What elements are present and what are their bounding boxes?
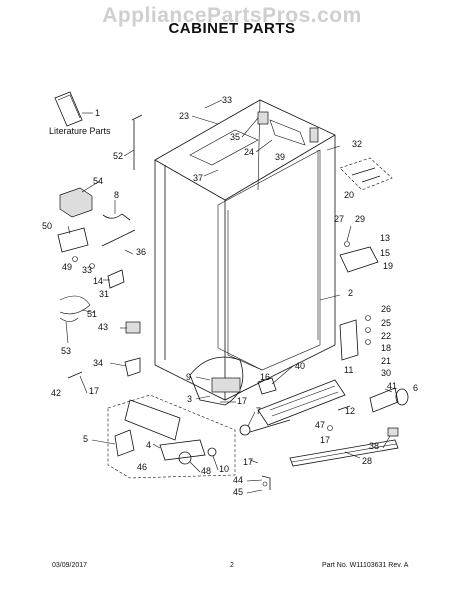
- callout-8: 8: [114, 190, 119, 200]
- parts-bottom: [107, 356, 399, 490]
- callout-24: 24: [244, 147, 254, 157]
- callout-48: 48: [201, 466, 211, 476]
- callout-47: 47: [315, 420, 325, 430]
- callout-32: 32: [352, 139, 362, 149]
- callout-numbers: 1 33 23 35 52 24 39 32 37 54 8 20 29 50 …: [42, 95, 418, 497]
- callout-18: 18: [381, 343, 391, 353]
- callout-25: 25: [381, 318, 391, 328]
- callout-40: 40: [295, 361, 305, 371]
- callout-36: 36: [136, 247, 146, 257]
- callout-46: 46: [137, 462, 147, 472]
- callout-15: 15: [380, 248, 390, 258]
- footer-page-number: 2: [230, 562, 234, 569]
- callout-30: 30: [381, 368, 391, 378]
- parts-left: [57, 114, 143, 379]
- watermark: AppliancePartsPros.com: [102, 4, 362, 27]
- callout-34: 34: [93, 358, 103, 368]
- cabinet-shell: [154, 99, 336, 401]
- callout-14: 14: [93, 276, 103, 286]
- callout-3: 3: [187, 394, 192, 404]
- callout-20: 20: [344, 190, 354, 200]
- callout-17-a: 17: [89, 386, 99, 396]
- literature-parts: Literature Parts: [49, 91, 111, 136]
- callout-53: 53: [61, 346, 71, 356]
- callout-13: 13: [380, 233, 390, 243]
- callout-37: 37: [193, 173, 203, 183]
- callout-52: 52: [113, 151, 123, 161]
- callout-54: 54: [93, 176, 103, 186]
- callout-17-c: 17: [320, 435, 330, 445]
- callout-11: 11: [344, 365, 353, 375]
- callout-4: 4: [146, 440, 151, 450]
- callout-33-lower: 33: [82, 265, 92, 275]
- callout-26: 26: [381, 304, 391, 314]
- literature-label: Literature Parts: [49, 126, 111, 136]
- callout-5: 5: [83, 434, 88, 444]
- callout-50: 50: [42, 221, 52, 231]
- callout-29: 29: [355, 214, 365, 224]
- callout-43: 43: [98, 322, 108, 332]
- callout-1: 1: [95, 108, 100, 118]
- callout-35: 35: [230, 132, 240, 142]
- callout-23: 23: [179, 111, 189, 121]
- callout-6: 6: [413, 383, 418, 393]
- callout-27: 27: [334, 214, 344, 224]
- callout-44: 44: [233, 475, 243, 485]
- callout-42: 42: [51, 388, 61, 398]
- callout-41: 41: [387, 381, 397, 391]
- callout-21: 21: [381, 356, 391, 366]
- callout-17-b: 17: [237, 396, 247, 406]
- callout-9: 9: [186, 372, 191, 382]
- page-title: CABINET PARTS: [168, 20, 296, 37]
- callout-17-d: 17: [243, 457, 253, 467]
- callout-22: 22: [381, 331, 391, 341]
- callout-7: 7: [256, 406, 261, 416]
- footer-date: 03/09/2017: [52, 562, 88, 569]
- leader-lines: [65, 99, 393, 494]
- callout-38: 38: [369, 441, 379, 451]
- footer-part-number: Part No. W11103631 Rev. A: [322, 562, 409, 569]
- callout-45: 45: [233, 487, 243, 497]
- callout-39: 39: [275, 152, 285, 162]
- callout-49: 49: [62, 262, 72, 272]
- callout-2: 2: [348, 288, 353, 298]
- callout-51: 51: [87, 309, 97, 319]
- callout-28: 28: [362, 456, 372, 466]
- callout-33: 33: [222, 95, 232, 105]
- callout-10: 10: [219, 464, 229, 474]
- parts-right: [327, 157, 409, 437]
- callout-19: 19: [383, 261, 393, 271]
- callout-16: 16: [260, 372, 270, 382]
- callout-31: 31: [99, 289, 109, 299]
- callout-12: 12: [345, 406, 355, 416]
